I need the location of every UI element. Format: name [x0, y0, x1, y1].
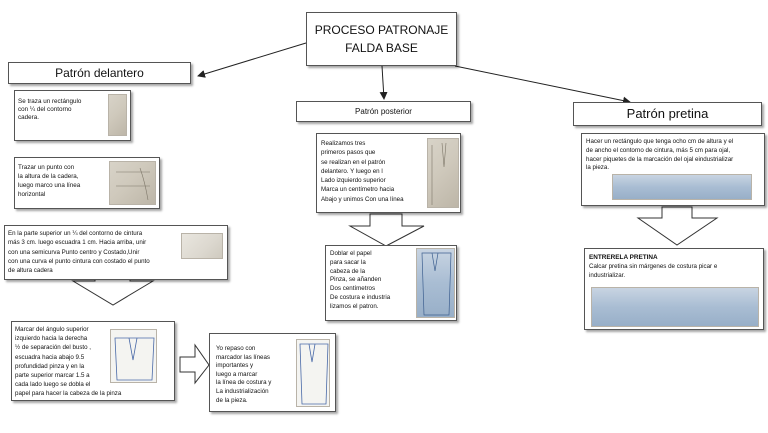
posterior-step1-box: Realizamos tres primeros pasos que se re… [316, 133, 461, 213]
pattern-back-final-icon [421, 252, 452, 316]
main-title-line2: FALDA BASE [345, 41, 418, 55]
section-header-posterior: Patrón posterior [296, 101, 471, 122]
pretina-step1-text: Hacer un rectángulo que tenga ocho cm de… [586, 138, 734, 172]
arrow-to-pretina [454, 65, 631, 105]
pattern-dart-icon [114, 337, 155, 381]
delantero-step3-text: En la parte superior un ¼ del contorno d… [8, 230, 150, 275]
pretina-step2-text: Calcar pretina sin márgenes de costura p… [589, 263, 718, 279]
posterior-step1-text: Realizamos tres primeros pasos que se re… [321, 140, 404, 203]
delantero-step2-box: Trazar un punto con la altura de la cade… [14, 157, 160, 209]
arrow-to-delantero [197, 42, 307, 78]
arrow-to-posterior [379, 65, 388, 100]
delantero-step5-photo [296, 339, 330, 407]
delantero-step5-text: Yo repaso con marcador las líneas import… [216, 345, 272, 404]
delantero-step2-photo [109, 161, 156, 205]
pattern-back-icon [431, 142, 447, 205]
delantero-step3-photo [181, 233, 223, 259]
posterior-step2-text: Doblar el papel para sacar la cabeza de … [330, 250, 391, 310]
delantero-step4-box: Marcar del ángulo superior izquierdo hac… [11, 321, 175, 401]
main-title-line1: PROCESO PATRONAJE [314, 23, 449, 37]
delantero-step1-photo [108, 94, 127, 136]
posterior-step2-photo [416, 248, 455, 318]
section-label-pretina: Patrón pretina [626, 106, 709, 121]
pretina-step1-box: Hacer un rectángulo que tenga ocho cm de… [581, 133, 765, 206]
delantero-step1-text: Se traza un rectángulo con ¼ del contorn… [18, 98, 82, 121]
posterior-step1-photo [427, 138, 459, 208]
delantero-step4-photo [110, 329, 157, 383]
delantero-step3-box: En la parte superior un ¼ del contorno d… [4, 225, 228, 280]
down-arrow-pretina [636, 206, 719, 246]
section-header-pretina: Patrón pretina [573, 102, 762, 126]
posterior-step2-box: Doblar el papel para sacar la cabeza de … [325, 245, 457, 321]
section-header-delantero: Patrón delantero [8, 62, 191, 84]
pretina-step1-photo [612, 174, 752, 200]
pretina-step2-photo [591, 287, 759, 327]
section-label-posterior: Patrón posterior [355, 107, 412, 116]
pattern-final-icon [299, 343, 329, 405]
pretina-step2-box: ENTRERELA PRETINA Calcar pretina sin már… [584, 248, 764, 330]
delantero-step4-text: Marcar del ángulo superior izquierdo hac… [15, 326, 122, 398]
section-label-delantero: Patrón delantero [55, 66, 144, 80]
main-title-box: PROCESO PATRONAJE FALDA BASE [306, 12, 457, 66]
delantero-step1-box: Se traza un rectángulo con ¼ del contorn… [14, 90, 131, 141]
delantero-step5-box: Yo repaso con marcador las líneas import… [209, 333, 336, 412]
right-arrow-step4-step5 [179, 343, 210, 385]
pretina-step2-title: ENTRERELA PRETINA [589, 254, 658, 261]
down-arrow-posterior [348, 213, 425, 247]
delantero-step2-text: Trazar un punto con la altura de la cade… [18, 164, 81, 198]
pattern-lines-icon [116, 167, 150, 201]
